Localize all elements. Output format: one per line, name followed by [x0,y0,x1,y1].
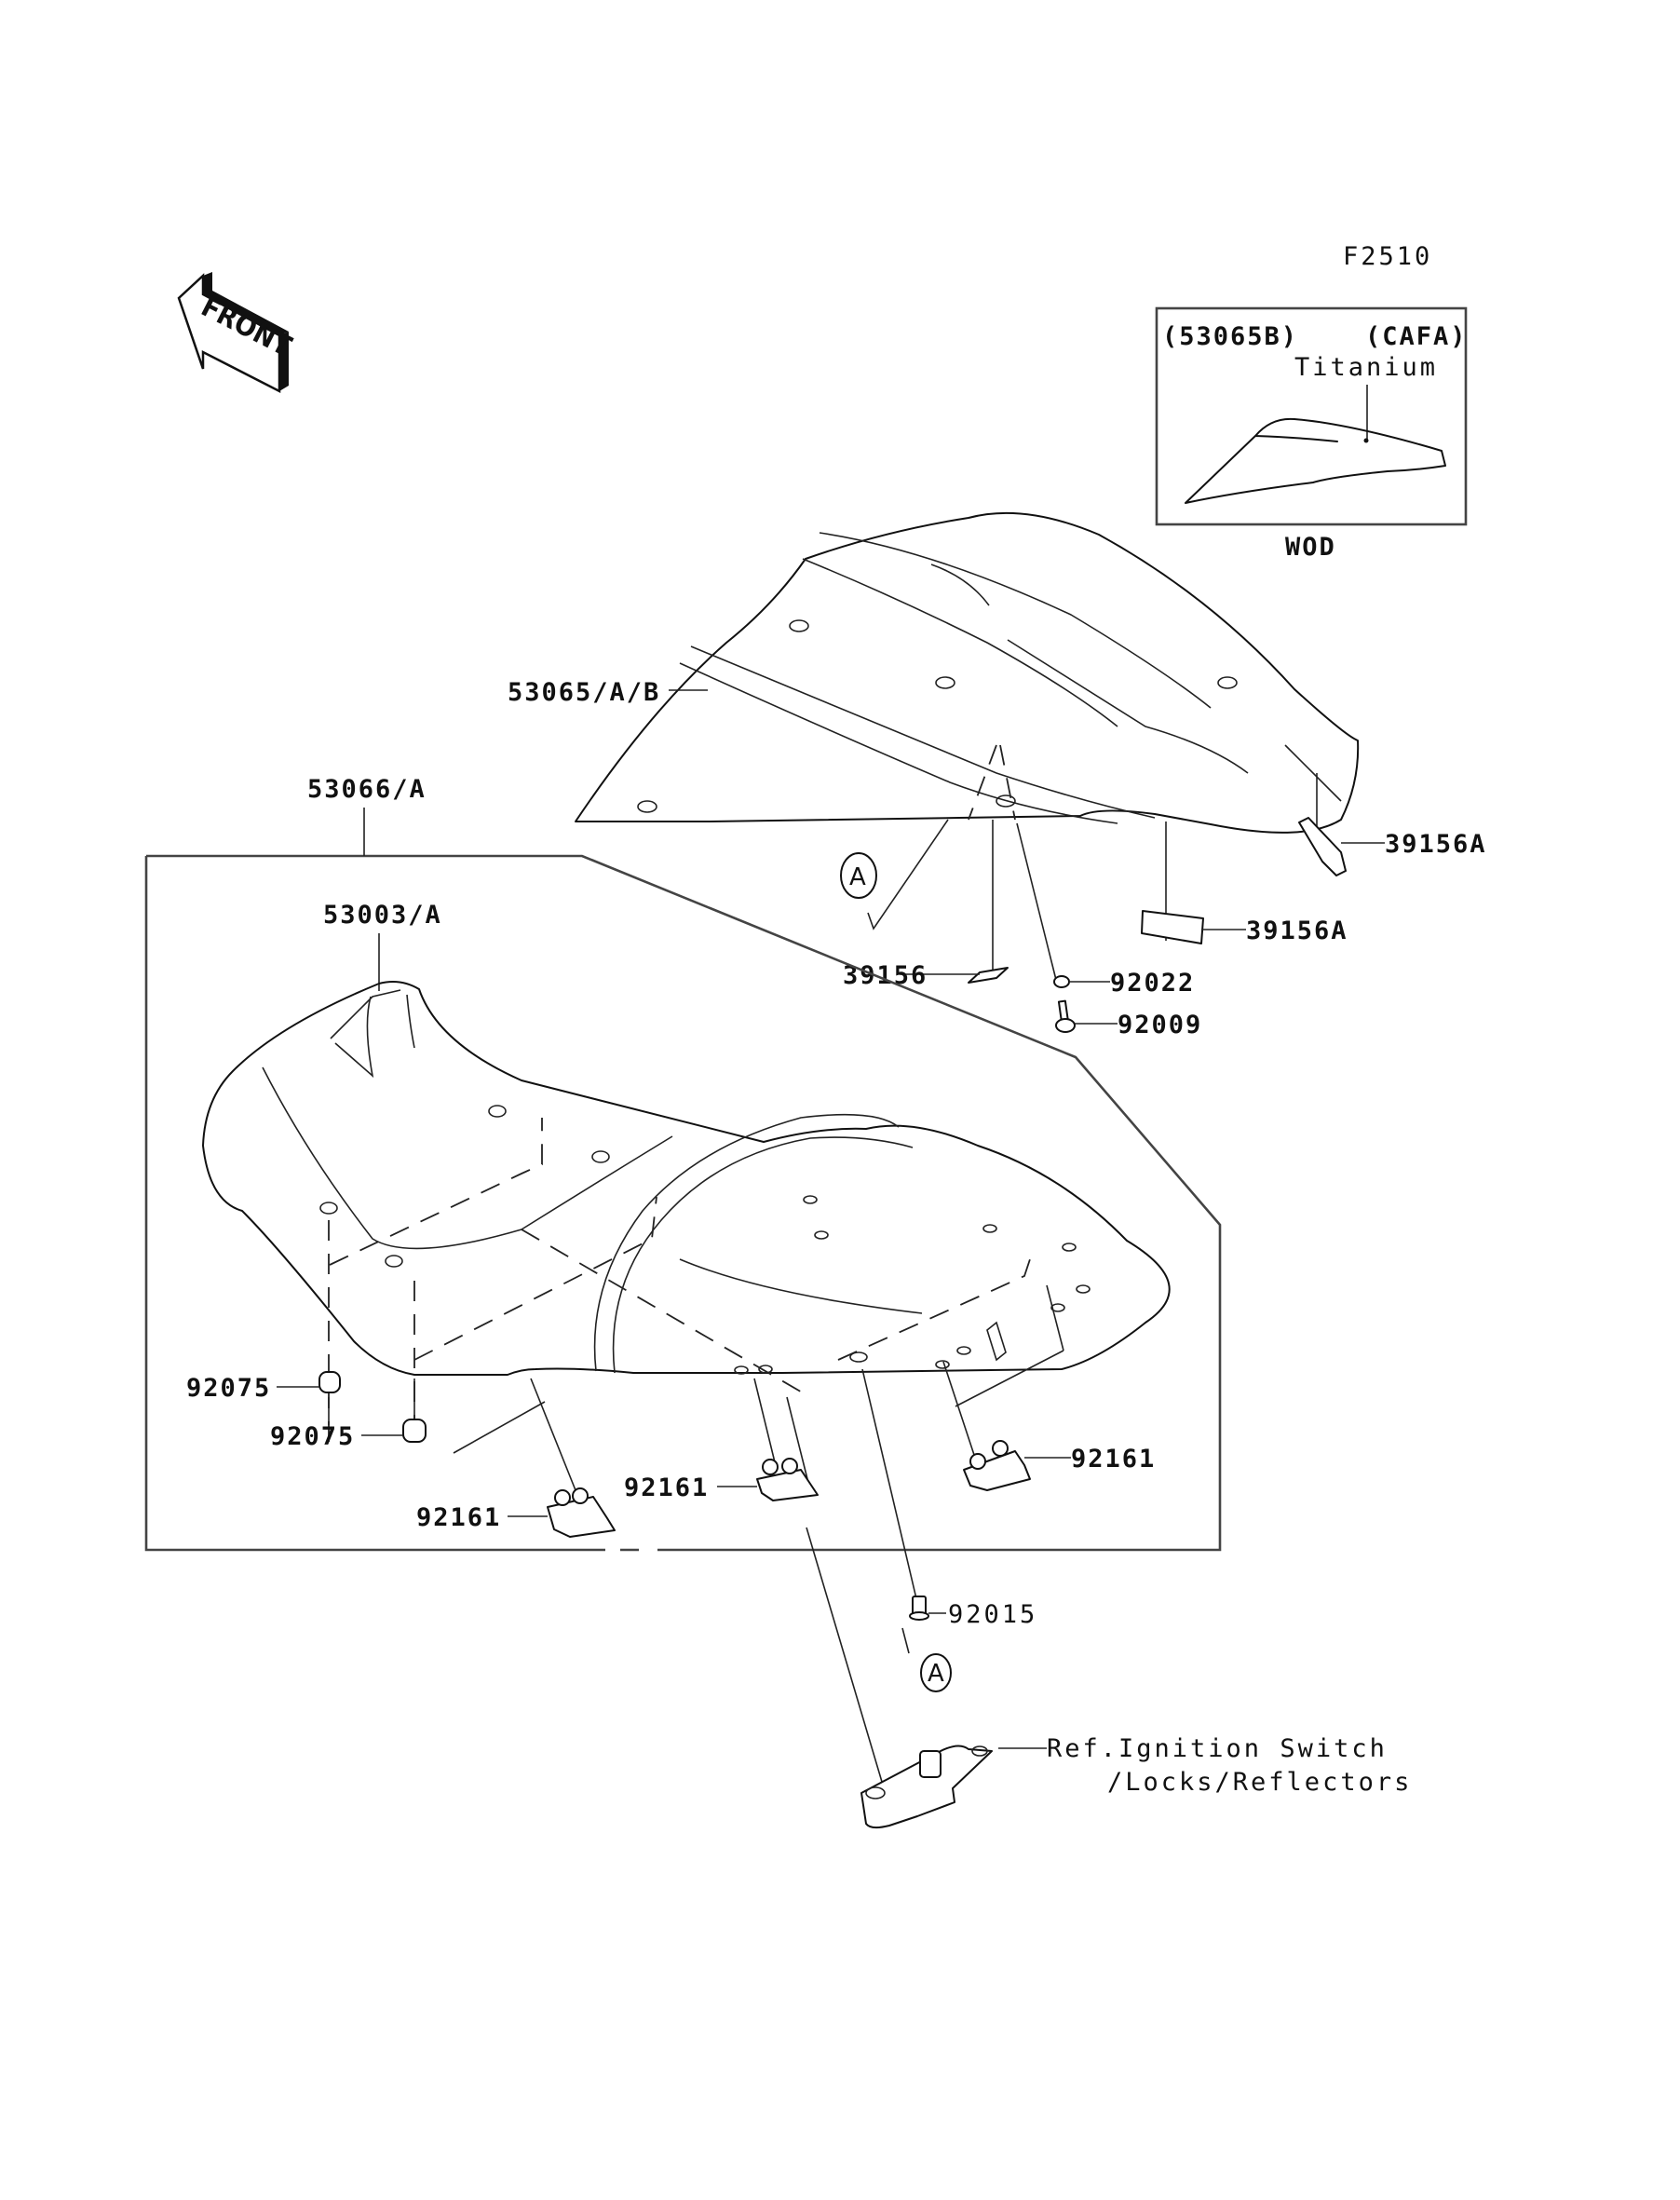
inset-color-name: Titanium [1294,353,1438,382]
figure-code: F2510 [1343,242,1432,271]
inset-part-code: (53065B) [1162,322,1298,351]
callout-ref-line2: /Locks/Reflectors [1107,1768,1412,1797]
callout-39156: 39156 [843,961,928,990]
seat-cover-part [575,511,1360,834]
callout-53065-A-B: 53065/A/B [508,678,660,707]
seat-assembly-box [144,854,1222,1552]
hook-92161-center [756,1458,819,1501]
inset-variant-label: WOD [1285,533,1336,562]
callout-ref-line1: Ref.Ignition Switch [1047,1734,1388,1763]
callout-92009: 92009 [1118,1011,1202,1039]
callout-39156A-lower: 39156A [1246,917,1348,945]
callout-92161-right: 92161 [1071,1445,1156,1473]
hook-92161-right [963,1440,1031,1491]
callout-92161-center: 92161 [624,1473,709,1502]
inset-variant-box: (53065B) (CAFA) Titanium WOD [1155,306,1468,562]
inset-color-code: (CAFA) [1365,322,1468,351]
damper-92075-left [318,1371,341,1393]
seat-part [202,981,1171,1376]
callout-53066-A: 53066/A [307,775,427,804]
callout-92075-left: 92075 [186,1374,271,1403]
callout-92075-right: 92075 [270,1422,355,1451]
callout-39156A-upper: 39156A [1385,830,1487,859]
ignition-switch-plate [860,1745,993,1829]
svg-text:A: A [928,1660,944,1688]
hook-92161-left [547,1487,616,1538]
damper-92075-right [402,1419,427,1443]
callout-92022: 92022 [1110,969,1195,998]
reference-mark-a-upper: A [840,852,877,899]
front-arrow-icon: FRONT [177,272,297,394]
inset-cover-shape [1185,417,1446,504]
callout-92161-left: 92161 [416,1503,501,1532]
reference-mark-a-lower: A [920,1653,952,1692]
collar-92015 [909,1596,929,1621]
svg-text:A: A [849,863,866,891]
callout-53003-A: 53003/A [323,901,442,930]
callout-92015: 92015 [948,1600,1037,1629]
